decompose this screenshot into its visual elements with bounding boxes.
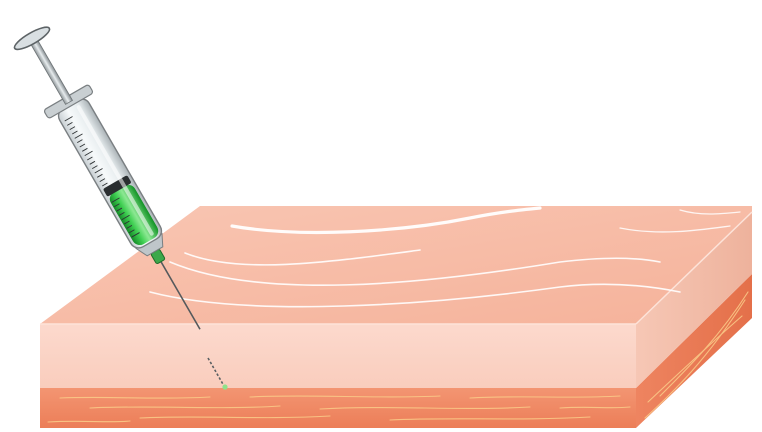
muscle-fiber bbox=[560, 407, 630, 408]
skin-layer-front bbox=[40, 324, 636, 388]
plunger-rod bbox=[31, 40, 73, 105]
needle-tip-droplet bbox=[222, 384, 227, 389]
muscle-fiber bbox=[48, 421, 130, 422]
plunger-thumb-rest bbox=[12, 24, 52, 54]
